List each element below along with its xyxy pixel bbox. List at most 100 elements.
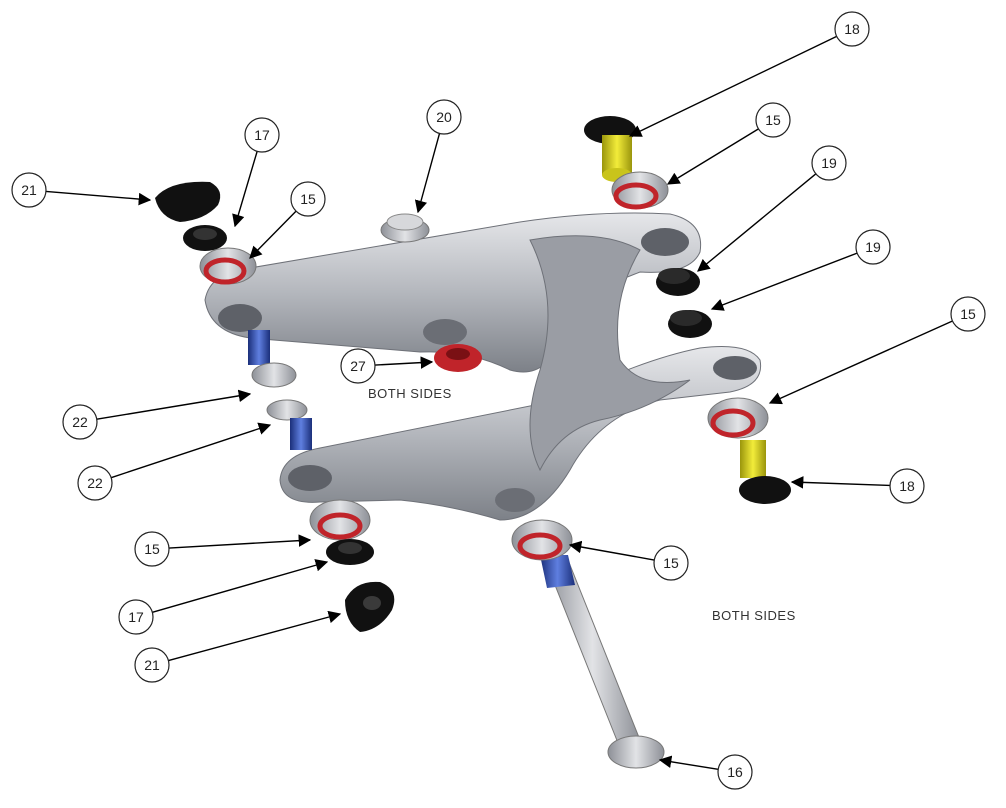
callout-label: 17 [128,609,144,625]
part-17-bottom-washer [326,539,374,565]
callout-circle [950,296,986,332]
part-15-bottom-left-bearing [309,499,371,541]
part-18-top-bushing [584,116,636,182]
lower-left-bore [288,465,332,491]
callout-label: 22 [87,475,103,491]
leader-line [414,133,441,214]
part-19-spacer-a [656,268,700,296]
callout-label: 15 [960,306,976,322]
part-22-pin-b [266,399,312,450]
leader-line [249,210,297,259]
leader-line [168,610,342,662]
part-19-spacer-b [668,310,712,338]
callout-label: 27 [350,358,366,374]
callout-15: 15 [249,181,326,259]
callout-16: 16 [658,754,753,790]
callout-label: 19 [865,239,881,255]
callout-circle [11,172,47,208]
callout-label: 21 [21,182,37,198]
callout-label: 18 [844,21,860,37]
note-both-sides-center: BOTH SIDES [368,386,452,401]
callout-circle [717,754,753,790]
callout-17: 17 [118,559,329,635]
leader-line [628,35,837,137]
callout-22: 22 [77,422,272,501]
callout-circle [62,404,98,440]
callout-label: 16 [727,764,743,780]
leader-line [152,559,329,613]
part-15-top-left-bearing [199,247,257,285]
upper-right-bore [641,228,689,256]
leader-line [374,356,434,369]
callout-27: 27 [340,348,434,384]
callout-19: 19 [710,229,891,311]
callout-circle [834,11,870,47]
callout-layer: 18 15 19 19 15 18 15 16 20 17 21 15 27 22 22 15 17 21 [11,11,986,790]
callout-circle [811,145,847,181]
callout-19: 19 [697,145,847,272]
callout-21: 21 [134,610,342,683]
callout-label: 19 [821,155,837,171]
callout-label: 15 [144,541,160,557]
leader-line [168,534,312,549]
callout-15: 15 [666,102,791,185]
part-17-top-washer [183,225,227,251]
callout-circle [77,465,113,501]
callout-circle [340,348,376,384]
callout-circle [855,229,891,265]
upper-left-bore [218,304,262,332]
callout-circle [426,99,462,135]
callout-circle [244,117,280,153]
leader-line [96,389,252,420]
part-18-right-bushing [739,440,791,504]
callout-18: 18 [790,468,925,504]
leader-line [710,252,858,311]
part-22-pin-a [248,330,297,388]
part-15-right-bearing [707,397,769,439]
part-16-long-pin [540,555,665,769]
callout-circle [134,647,170,683]
part-21-bottom-cap [345,581,395,632]
part-15-bottom-center-bearing [511,519,573,561]
callout-15: 15 [768,296,986,405]
callout-circle [118,599,154,635]
callout-label: 22 [72,414,88,430]
callout-circle [134,531,170,567]
callout-21: 21 [11,172,152,208]
callout-15: 15 [568,540,689,581]
part-21-top-cap [155,181,221,222]
callout-circle [290,181,326,217]
part-20-nut [380,213,430,243]
arm-web [529,235,691,472]
callout-20: 20 [414,99,462,214]
center-bore [423,319,467,345]
note-both-sides-right: BOTH SIDES [712,608,796,623]
callout-22: 22 [62,389,252,440]
leader-line [697,173,817,272]
callout-label: 15 [765,112,781,128]
callout-15: 15 [134,531,312,567]
callout-circle [889,468,925,504]
leader-line [658,755,719,771]
callout-circle [755,102,791,138]
leader-line [45,190,152,206]
callout-circle [653,545,689,581]
lower-right-bore [713,356,757,380]
callout-17: 17 [232,117,280,228]
swing-arm-assembly [204,212,762,521]
callout-label: 15 [663,555,679,571]
leader-line [568,540,655,561]
bottom-center-bore [495,488,535,512]
leader-line [768,320,953,405]
callout-label: 21 [144,657,160,673]
part-27-washer [434,344,482,372]
callout-label: 15 [300,191,316,207]
leader-line [232,151,258,228]
callout-label: 18 [899,478,915,494]
leader-line [666,128,759,185]
callout-label: 17 [254,127,270,143]
callout-18: 18 [628,11,870,137]
part-15-top-right-bearing [611,171,669,210]
callout-label: 20 [436,109,452,125]
